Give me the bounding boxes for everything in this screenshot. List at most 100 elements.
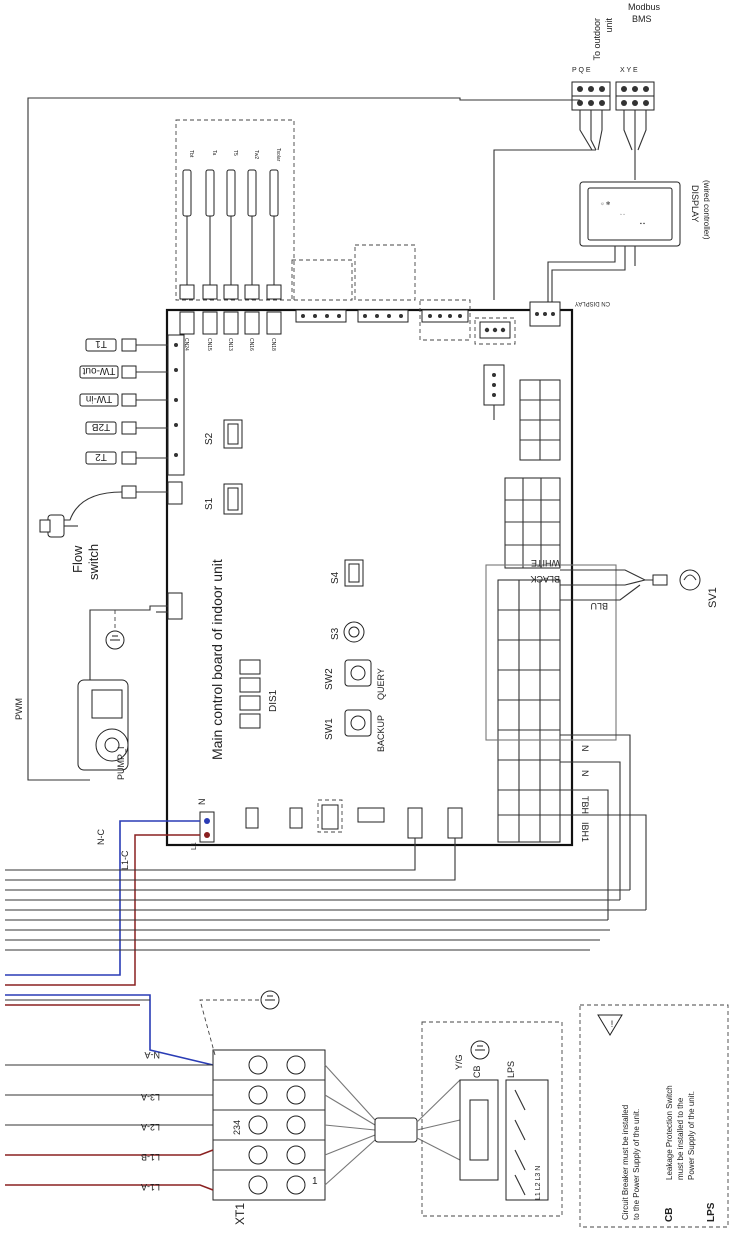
cn35-connector [421,309,469,323]
lps-note-line2: must be installed to the [676,1097,685,1180]
tbh-label: TBH [580,796,590,814]
cb-note-line2: to the Power Supply of the unit. [632,1109,641,1220]
dip-switch-s1[interactable]: S1 [204,483,243,515]
thermistor-ta: Ta [202,150,218,300]
s4-label: S4 [330,571,341,584]
l1c-label: L1-C [120,850,130,870]
bms-label-2: BMS [632,14,652,24]
sensor-t2: T2 [85,451,168,465]
dip-switch-s2[interactable]: S2 [204,419,243,449]
cn-relay-block-middle [504,477,561,569]
outdoor-comm-connector [474,317,516,345]
sv1-valve-icon [679,569,701,591]
lps-abbr: LPS [706,1202,717,1222]
warning-notes: ! Circuit Breaker must be installed to t… [597,1014,717,1222]
s2-label: S2 [204,432,215,445]
modbus-bms-terminal: X Y E Modbus BMS [615,2,661,111]
dis1-label: DIS1 [268,689,279,712]
cn18-label: CN18 [270,338,276,351]
blu-label: BLU [590,601,608,611]
backup-label: BACKUP [376,715,386,752]
xt1-wire-labels: N-A L3-A L2-A L1-B L1-A [141,1050,160,1192]
xt1-wire-l1b: L1-B [141,1152,160,1162]
dip-switch-s4[interactable]: S4 [330,559,364,587]
xt1-wire-l3a: L3-A [141,1092,160,1102]
thermistor-bank: Tbt Ta T5 Tw2 Tsolar [179,148,282,300]
thermistor-tsolar: Tsolar [266,148,282,300]
sw2-label: SW2 [324,668,335,690]
thermistor-tbt: Tbt [179,150,195,300]
sensor-tw-in-label: TW-in [86,393,112,404]
outdoor-terminal-letters: P Q E [572,67,591,74]
bms-terminal-letters: X Y E [620,67,638,74]
query-button-sw2[interactable]: SW2 QUERY [324,659,386,700]
sensor-tw-out-label: TW-out [82,365,115,376]
thermistor-t5-label: T5 [232,150,238,156]
thermistor-tw2: Tw2 [244,150,260,300]
thermistor-connectors: CN24 CN15 CN13 CN16 CN18 [179,311,282,351]
earth-symbol-xt1 [199,990,280,1056]
display-cable-label: CN DISPLAY [575,300,610,306]
cn15-label: CN15 [206,338,212,351]
backup-button-sw1[interactable]: SW1 BACKUP [324,709,386,752]
cable-gland [374,1117,418,1143]
yg-label: Y/G [454,1054,464,1070]
heater-n2-label: N [580,770,590,777]
flow-switch-label-2: switch [86,544,101,580]
display-connector [529,301,561,327]
lps-label: LPS [506,1061,516,1078]
nc-label: N-C [96,829,106,845]
bms-label-1: Modbus [628,2,661,12]
s1-label: S1 [204,497,215,510]
cn16-label: CN16 [248,338,254,351]
black-label: BLACK [530,574,560,584]
sv1-label: SV1 [707,587,719,608]
query-label: QUERY [376,668,386,700]
display-label: DISPLAY [690,185,700,222]
svg-text:☼ ✻: ☼ ✻ [600,201,610,207]
wired-controller-display: ☼ ✻ ◦ ◦ ▪ ▪ DISPLAY (wired controller) [579,180,711,247]
cn1-heater-block [497,579,561,843]
sensor-t2-label: T2 [95,451,107,462]
sensor-t2b-label: T2B [92,421,111,432]
xt1-num1: 1 [312,1176,318,1187]
cn24-label: CN24 [183,338,189,351]
cb-abbr: CB [664,1208,675,1222]
rotary-switch-s3[interactable]: S3 [330,621,365,643]
display-sublabel: (wired controller) [702,180,711,240]
lps-note-line3: Power Supply of the unit. [687,1091,696,1180]
pump-bp-connector [483,364,505,420]
board-title: Main control board of indoor unit [209,559,225,760]
thermistor-ta-label: Ta [211,150,217,156]
power-n-label: N [197,799,207,806]
thermistor-tw2-label: Tw2 [253,150,259,159]
white-label: WHITE [531,558,560,568]
thermistor-t5: T5 [223,150,239,300]
s3-label: S3 [330,627,341,640]
xt1-terminal-block: 1 234 XT1 [212,1049,326,1225]
svg-text:◦ ◦: ◦ ◦ [620,212,625,218]
sw1-label: SW1 [324,718,335,740]
pump-label: PUMP_I [116,746,126,780]
smart-grid-connector [357,309,409,323]
cb-label: CB [472,1065,482,1078]
xt1-wire-l2a: L2-A [141,1122,160,1132]
lps-terminals: L1 L2 L3 N [535,1166,542,1200]
sensor-tw-in: TW-in [79,393,168,407]
outdoor-label-2: unit [604,18,614,33]
cb-lps-assembly: Y/G CB LPS L1 L2 L3 N [454,1040,549,1201]
flow-switch-label-1: Flow [70,545,85,573]
xt1-wire-l1a: L1-A [141,1182,160,1192]
pwm-label: PWM [14,698,24,720]
ibh-label: IBH1 [580,822,590,842]
outdoor-label-1: To outdoor [592,18,602,61]
sensor-connector-cn6 [167,334,185,476]
cb-note-line1: Circuit Breaker must be installed [621,1105,630,1220]
power-l1-label: L1 [191,842,198,850]
power-connector-cn21: N L1 [191,799,215,850]
sensor-t2b: T2B [85,421,168,435]
cn-relay-block-upper [519,379,561,461]
sensor-t1-label: T1 [95,338,107,349]
sensor-t1: T1 [85,338,168,352]
